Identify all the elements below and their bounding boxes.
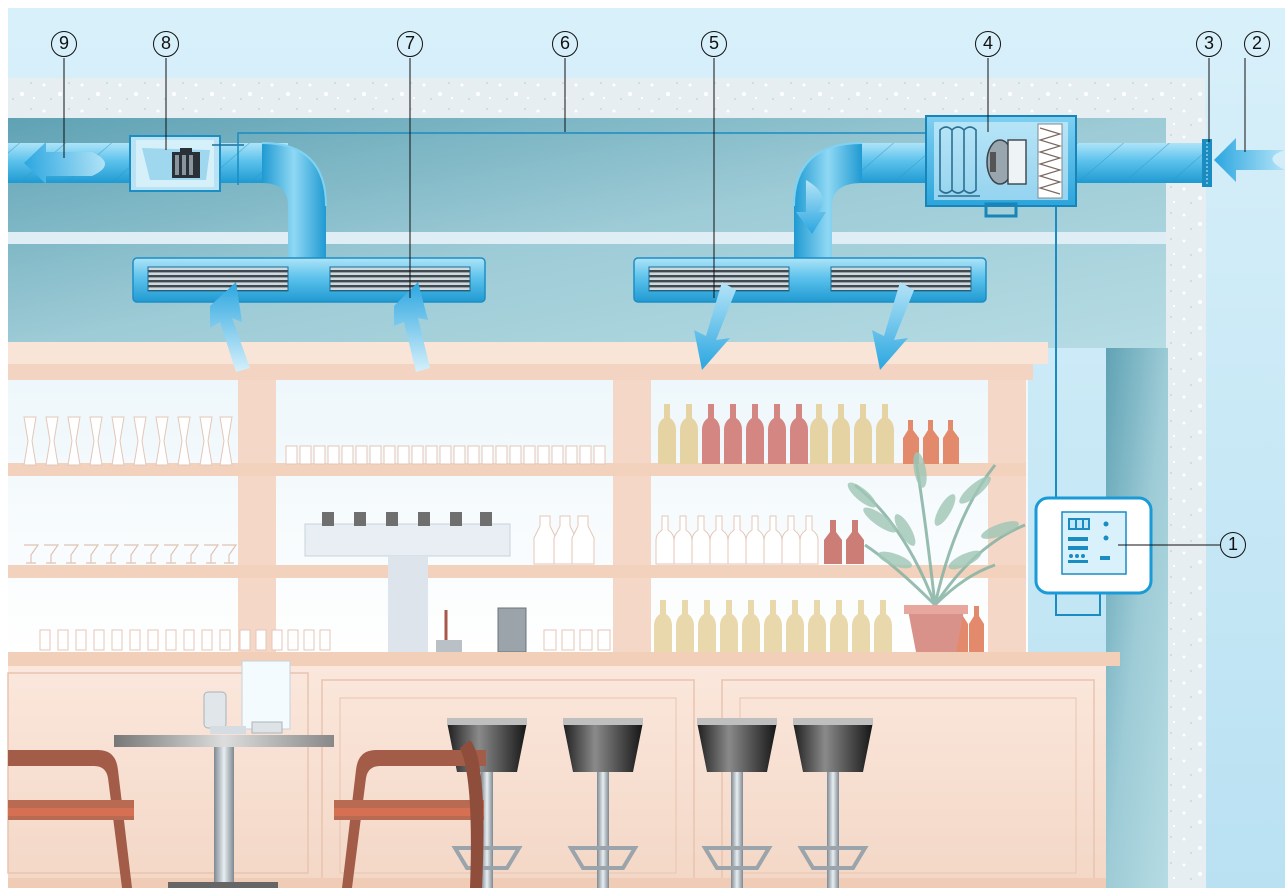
callout-fresh-air-intake: 2 [1244,31,1270,57]
supply-diffuser [634,258,986,302]
callout-air-handling-unit: 4 [975,31,1001,57]
air-handling-unit [926,116,1076,216]
callout-control-line: 6 [552,31,578,57]
filter-icon [1038,124,1062,198]
fan-icon [172,148,200,178]
callout-extract-fan: 8 [153,31,179,57]
callout-extract-diffuser: 7 [397,31,423,57]
callout-control-panel: 1 [1220,532,1246,558]
back-bar-cabinet [8,342,1048,655]
extract-diffuser [133,258,485,302]
right-wall [1166,118,1206,888]
right-wall-inner [1106,348,1168,888]
callout-exhaust-air-outlet: 9 [51,31,77,57]
callout-intake-grille: 3 [1196,31,1222,57]
bar-counter [8,652,1120,888]
ceiling-slab [8,78,1205,118]
callout-supply-diffuser: 5 [701,31,727,57]
suspended-ceiling-edge [8,232,1168,244]
